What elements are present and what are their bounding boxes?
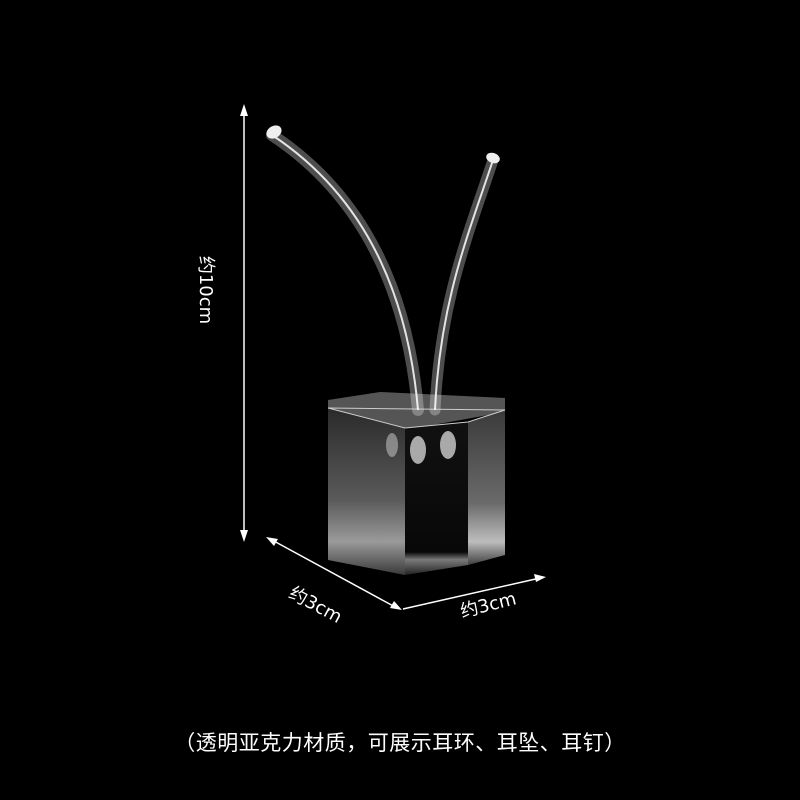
height-arrow	[240, 104, 248, 542]
height-dimension-label: 约10cm	[195, 255, 216, 325]
acrylic-cube-base	[327, 392, 506, 575]
material-caption: （透明亚克力材质，可展示耳环、耳坠、耳钉）	[174, 731, 626, 755]
acrylic-rod-right	[429, 152, 500, 416]
width-arrow	[402, 574, 546, 610]
depth-arrow	[266, 537, 402, 610]
acrylic-rod-left	[266, 125, 424, 416]
